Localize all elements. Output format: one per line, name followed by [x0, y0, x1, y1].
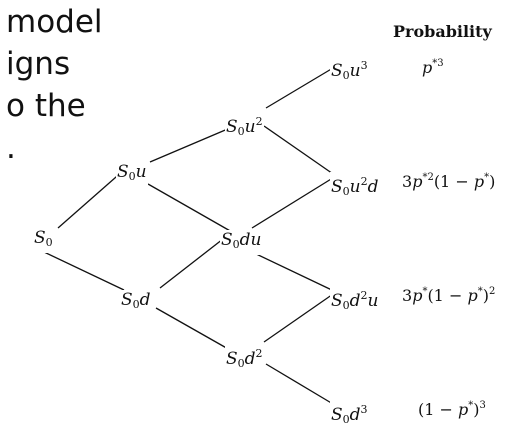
tree-edge-n2dd-n3udd	[263, 291, 337, 343]
tree-node-s0d: S0d	[120, 290, 152, 315]
tree-node-s0du: S0du	[220, 230, 263, 255]
tree-edge-n1d-n2dd	[155, 307, 231, 351]
tree-node-s0u3: S0u3	[330, 56, 369, 86]
probability-ud2: 3p*(1 − p*)2	[402, 286, 496, 305]
tree-node-s0u2d: S0u2d	[330, 172, 380, 202]
slide-text-line: igns	[6, 46, 71, 82]
slide-text-line: .	[6, 130, 16, 166]
tree-node-s0d3: S0d3	[330, 400, 369, 430]
probability-header: Probability	[393, 22, 492, 41]
probability-u2d: 3p*2(1 − p*)	[402, 172, 496, 191]
tree-node-s0u: S0u	[116, 162, 148, 187]
tree-node-s0d2: S0d2	[225, 344, 264, 374]
tree-edge-n1u-n2uu	[149, 127, 231, 163]
slide-text-line: model	[6, 4, 103, 40]
probability-u3: p*3	[422, 58, 444, 77]
tree-node-s0u2: S0u2	[225, 112, 264, 142]
tree-edge-n2ud-n3uud	[251, 175, 337, 229]
slide-text-line: o the	[6, 88, 86, 124]
tree-edge-n2uu-n3uud	[263, 125, 337, 177]
tree-edge-n2ud-n3udd	[251, 251, 337, 293]
tree-edge-n2dd-n3ddd	[265, 363, 334, 405]
tree-node-s0d2u: S0d2u	[330, 286, 380, 316]
tree-edge-n1u-n2ud	[147, 183, 233, 233]
tree-edge-n2uu-n3uuu	[265, 67, 334, 109]
tree-edge-n0-n1d	[43, 251, 125, 291]
tree-edge-n0-n1u	[57, 169, 125, 229]
probability-d3: (1 − p*)3	[418, 400, 486, 419]
tree-node-s0: S0	[33, 228, 54, 253]
